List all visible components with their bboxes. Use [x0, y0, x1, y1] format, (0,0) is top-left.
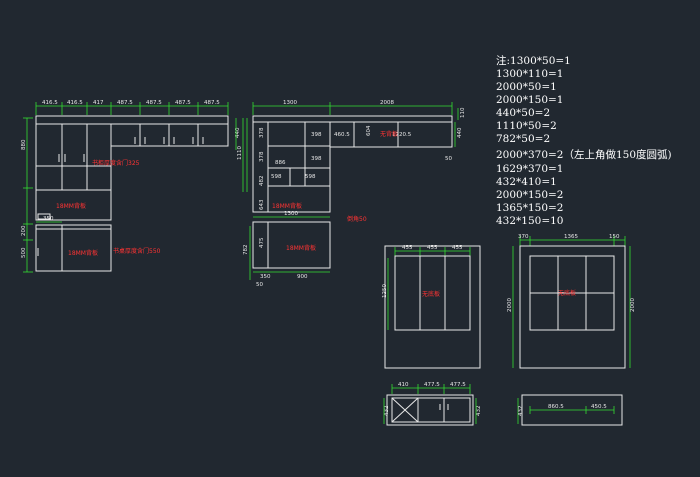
- dim-label: 50: [445, 156, 452, 162]
- dim-label: 1220.5: [392, 132, 412, 138]
- low-cabinet-doors: [391, 397, 471, 423]
- wardrobe-a: 455 455 455 1250 无底板: [382, 245, 481, 369]
- dim-label: 500: [21, 247, 27, 258]
- dim-label: 2000: [507, 298, 513, 312]
- wardrobe-outline: [519, 245, 626, 369]
- annotation-red: 无底板: [422, 290, 440, 298]
- dim-label: 398: [311, 156, 322, 162]
- annotation-red: 无背板: [380, 130, 398, 138]
- open-shelf: [35, 165, 112, 191]
- annotation-red: 书柜厚度含门325: [92, 159, 140, 167]
- wardrobe-doors: [394, 255, 471, 331]
- dim-label: 410: [398, 382, 409, 388]
- dim-label: 350: [43, 216, 54, 222]
- dim-label: 440: [457, 127, 463, 138]
- small-block: [37, 213, 51, 220]
- dim-label: 1365: [564, 234, 578, 240]
- annotation-red: 18MM背板: [286, 244, 316, 252]
- dim-label: 1300: [284, 211, 298, 217]
- note-line: 1365*150=2: [496, 202, 564, 214]
- back-panel: [35, 189, 112, 221]
- dim-label: 598: [305, 174, 316, 180]
- dim-label: 440: [235, 127, 241, 138]
- dim-label: 432: [476, 406, 482, 417]
- dim-label: 450.5: [591, 404, 607, 410]
- door-handles: [58, 137, 204, 162]
- dim-label: 350: [260, 274, 271, 280]
- dim-label: 50: [256, 282, 263, 288]
- dim-label: 900: [297, 274, 308, 280]
- dim-label: 487.5: [117, 100, 133, 106]
- dim-label: 110: [460, 107, 466, 118]
- annotation-red: 18MM背板: [272, 202, 302, 210]
- dim-label: 2008: [380, 100, 394, 106]
- left-elevation: 416.5 416.5 417 487.5 487.5 487.5 487.5 …: [21, 100, 241, 273]
- dim-label: 378: [259, 151, 265, 162]
- low-cabinet-b: 860.5 450.5 432: [517, 394, 623, 426]
- dim-label: 455: [452, 245, 463, 251]
- note-line: 432*150=10: [496, 215, 564, 227]
- dim-label: 487.5: [175, 100, 191, 106]
- dim-label: 200: [21, 225, 27, 236]
- annotation-red: 书桌厚度含门550: [113, 247, 161, 255]
- dimension-ticks: [35, 102, 229, 115]
- dim-label: 487.5: [204, 100, 220, 106]
- dim-label: 2000: [630, 298, 636, 312]
- dim-label: 455: [402, 245, 413, 251]
- dim-label: 455: [427, 245, 438, 251]
- dim-label: 860.5: [548, 404, 564, 410]
- note-line: 782*50=2: [496, 133, 550, 145]
- dim-label: 1300: [283, 100, 297, 106]
- annotation-red: 18MM背板: [68, 249, 98, 257]
- note-line: 440*50=2: [496, 107, 550, 119]
- note-line: 2000*150=1: [496, 94, 564, 106]
- wardrobe-b: 370 1365 150 2000 2000 无底板: [507, 234, 636, 369]
- note-line: 1110*50=2: [496, 120, 557, 132]
- dim-label: 417: [93, 100, 104, 106]
- dim-label: 460.5: [334, 132, 350, 138]
- dim-label: 370: [518, 234, 529, 240]
- tall-unit: [252, 121, 331, 213]
- dim-label: 886: [275, 160, 286, 166]
- dim-label: 487.5: [146, 100, 162, 106]
- top-board: [35, 115, 229, 125]
- dim-label: 782: [243, 245, 249, 256]
- annotation-red: 无底板: [558, 289, 576, 297]
- low-cabinet-outline: [521, 394, 623, 426]
- top-board: [252, 115, 453, 123]
- dim-label: 416.5: [67, 100, 83, 106]
- desk-unit: [252, 221, 331, 269]
- wardrobe-outline: [384, 245, 481, 369]
- middle-plan: 1300 2008 110 1110 378 378 482 643 782 4…: [237, 100, 466, 288]
- material-notes: 注:1300*50=1 1300*110=1 2000*50=1 2000*15…: [496, 54, 672, 227]
- desk-unit: [35, 224, 112, 272]
- dim-label: 477.5: [424, 382, 440, 388]
- dim-label: 880: [21, 139, 27, 150]
- dim-label: 398: [311, 132, 322, 138]
- dim-label: 604: [366, 125, 372, 136]
- dim-label: 482: [259, 176, 265, 187]
- low-cabinet-a: 410 477.5 477.5 432 432: [383, 382, 482, 426]
- note-line: 1300*110=1: [496, 68, 564, 80]
- annotation-red: 倒角50: [347, 215, 367, 223]
- dim-label: 475: [259, 237, 265, 248]
- annotation-red: 18MM背板: [56, 202, 86, 210]
- dim-label: 1110: [237, 146, 243, 160]
- dim-label: 598: [271, 174, 282, 180]
- notes-title: 注:1300*50=1: [496, 54, 571, 67]
- note-line: 2000*50=1: [496, 81, 557, 93]
- dim-label: 150: [609, 234, 620, 240]
- low-cabinet-outline: [386, 394, 474, 426]
- note-line: 2000*150=2: [496, 189, 564, 201]
- dim-label: 416.5: [42, 100, 58, 106]
- note-line: 2000*370=2（左上角做150度圆弧): [496, 148, 672, 161]
- dim-label: 432: [518, 406, 524, 417]
- note-line: 1629*370=1: [496, 163, 564, 175]
- dim-label: 378: [259, 127, 265, 138]
- dim-label: 643: [259, 199, 265, 210]
- note-line: 432*410=1: [496, 176, 557, 188]
- dim-label: 477.5: [450, 382, 466, 388]
